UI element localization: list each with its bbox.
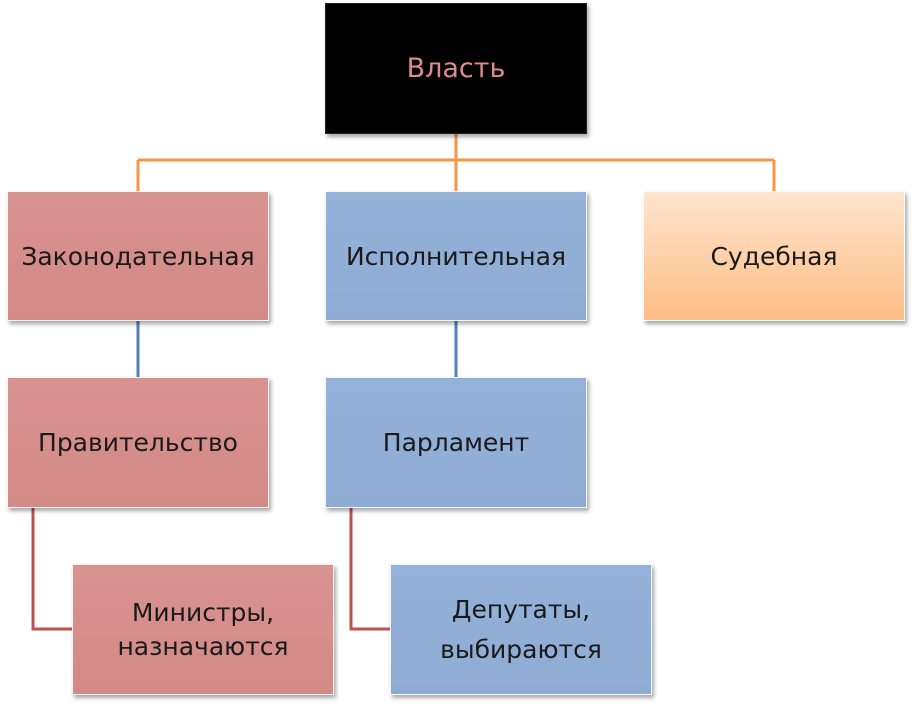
node-power-label: Власть bbox=[406, 53, 506, 84]
node-legislative-label: Законодательная bbox=[21, 241, 255, 271]
node-legislative: Законодательная bbox=[7, 191, 269, 321]
node-power: Власть bbox=[325, 3, 587, 134]
node-deputies: Депутаты, выбираются bbox=[390, 564, 652, 695]
node-deputies-label: Депутаты, выбираются bbox=[440, 594, 602, 664]
node-judicial: Судебная bbox=[643, 191, 905, 321]
node-executive-label: Исполнительная bbox=[345, 241, 567, 271]
node-ministers: Министры, назначаются bbox=[72, 564, 334, 695]
node-judicial-label: Судебная bbox=[710, 241, 838, 271]
node-government: Правительство bbox=[7, 377, 269, 508]
node-parliament: Парламент bbox=[325, 377, 587, 508]
node-ministers-label: Министры, назначаются bbox=[117, 597, 289, 661]
node-parliament-label: Парламент bbox=[382, 428, 530, 457]
node-government-label: Правительство bbox=[38, 428, 238, 457]
connector-parliament-deputies bbox=[349, 508, 390, 631]
connector-government-ministers bbox=[31, 508, 72, 631]
node-executive: Исполнительная bbox=[325, 191, 587, 321]
